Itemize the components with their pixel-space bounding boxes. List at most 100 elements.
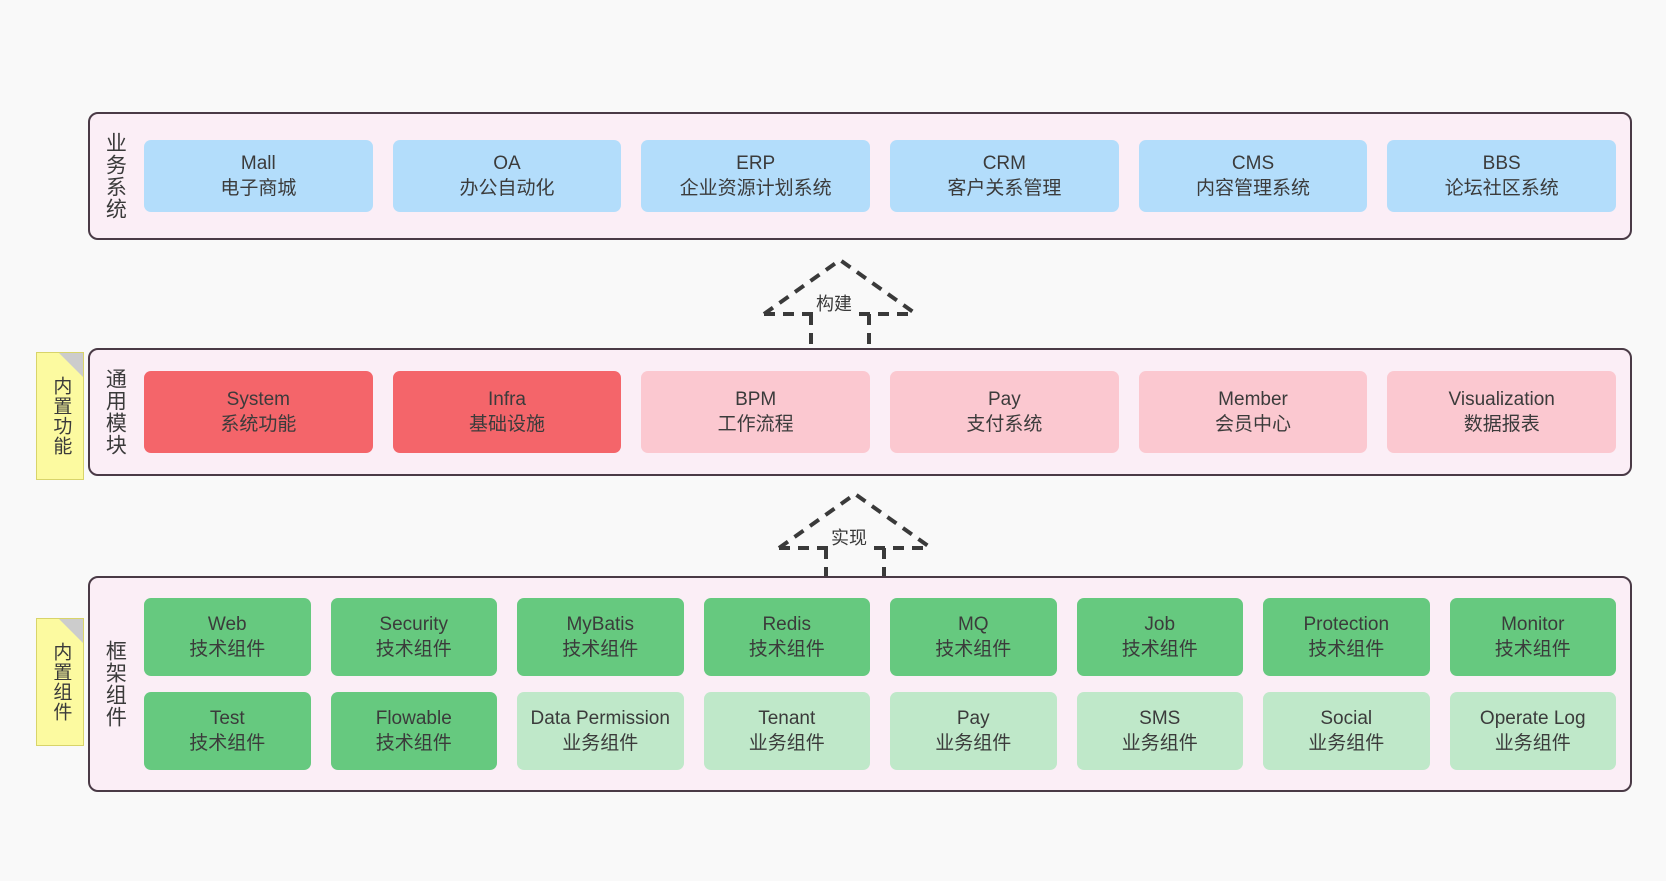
card-subtitle: 业务组件 (935, 733, 1012, 754)
card-title: Mall (240, 152, 276, 174)
layer-body-common-module: System 系统功能 Infra 基础设施 BPM 工作流程 Pay 支付系统… (138, 350, 1630, 474)
card-title: Infra (487, 388, 527, 410)
card-subtitle: 技术组件 (189, 733, 266, 754)
card-subtitle: 技术组件 (935, 639, 1012, 660)
layer-business-system: 业务系统 Mall 电子商城 OA 办公自动化 ERP 企业资源计划系统 CRM… (88, 112, 1632, 240)
card-subtitle: 技术组件 (1308, 639, 1385, 660)
card-subtitle: 客户关系管理 (947, 178, 1062, 199)
layer-title-common-module: 通用模块 (103, 368, 127, 456)
card-title: CMS (1231, 152, 1275, 174)
card-subtitle: 内容管理系统 (1196, 178, 1311, 199)
card-member[interactable]: Member 会员中心 (1138, 371, 1368, 453)
card-pay-module[interactable]: Pay 支付系统 (890, 371, 1119, 453)
card-title: Redis (762, 613, 812, 635)
card-subtitle: 数据报表 (1463, 414, 1540, 435)
card-subtitle: 支付系统 (966, 414, 1043, 435)
card-title: Security (379, 613, 449, 635)
card-row: System 系统功能 Infra 基础设施 BPM 工作流程 Pay 支付系统… (144, 371, 1617, 453)
card-subtitle: 业务组件 (1494, 733, 1571, 754)
card-web[interactable]: Web 技术组件 (144, 598, 311, 676)
card-title: Member (1218, 388, 1288, 410)
card-crm[interactable]: CRM 客户关系管理 (890, 140, 1119, 212)
connector-build: 构建 (750, 254, 930, 354)
card-row: Web 技术组件 Security 技术组件 MyBatis 技术组件 Redi… (144, 598, 1616, 676)
card-redis[interactable]: Redis 技术组件 (703, 598, 870, 676)
connector-implement-label: 实现 (828, 524, 870, 550)
card-title: SMS (1139, 707, 1181, 729)
card-social[interactable]: Social 业务组件 (1263, 692, 1430, 770)
arrowhead-triangle (762, 257, 918, 316)
card-title: Operate Log (1479, 707, 1586, 729)
card-subtitle: 电子商城 (220, 178, 297, 199)
note-label: 内置组件 (50, 642, 72, 722)
card-infra[interactable]: Infra 基础设施 (392, 371, 622, 453)
card-tenant[interactable]: Tenant 业务组件 (703, 692, 870, 770)
card-mybatis[interactable]: MyBatis 技术组件 (517, 598, 684, 676)
card-title: Monitor (1501, 613, 1565, 635)
card-title: Web (207, 613, 247, 635)
note-builtin-component: 内置组件 (36, 618, 84, 746)
note-label: 内置功能 (50, 376, 72, 456)
card-bbs[interactable]: BBS 论坛社区系统 (1387, 140, 1617, 212)
card-title: Tenant (758, 707, 816, 729)
card-title: ERP (736, 152, 776, 174)
card-title: Pay (956, 707, 990, 729)
layer-title-framework-component: 框架组件 (103, 640, 127, 728)
card-title: CRM (982, 152, 1026, 174)
card-erp[interactable]: ERP 企业资源计划系统 (641, 140, 871, 212)
card-subtitle: 工作流程 (717, 414, 794, 435)
card-mall[interactable]: Mall 电子商城 (144, 140, 373, 212)
arrowhead-triangle (777, 491, 933, 550)
card-job[interactable]: Job 技术组件 (1076, 598, 1243, 676)
card-subtitle: 会员中心 (1215, 414, 1292, 435)
card-title: BBS (1482, 152, 1521, 174)
card-pay-component[interactable]: Pay 业务组件 (890, 692, 1057, 770)
card-title: System (226, 388, 291, 410)
card-subtitle: 业务组件 (1121, 733, 1198, 754)
connector-build-label: 构建 (813, 290, 855, 316)
card-sms[interactable]: SMS 业务组件 (1076, 692, 1243, 770)
card-monitor[interactable]: Monitor 技术组件 (1449, 598, 1616, 676)
card-subtitle: 技术组件 (375, 733, 452, 754)
card-subtitle: 业务组件 (1308, 733, 1385, 754)
card-title: Social (1320, 707, 1373, 729)
card-bpm[interactable]: BPM 工作流程 (641, 371, 871, 453)
layer-common-module: 通用模块 System 系统功能 Infra 基础设施 BPM 工作流程 Pay… (88, 348, 1632, 476)
card-title: Visualization (1448, 388, 1555, 410)
card-row: Mall 电子商城 OA 办公自动化 ERP 企业资源计划系统 CRM 客户关系… (144, 140, 1617, 212)
card-system[interactable]: System 系统功能 (144, 371, 373, 453)
card-subtitle: 系统功能 (220, 414, 297, 435)
connector-implement: 实现 (765, 488, 945, 588)
card-subtitle: 论坛社区系统 (1444, 178, 1559, 199)
card-subtitle: 企业资源计划系统 (679, 178, 832, 199)
card-subtitle: 技术组件 (189, 639, 266, 660)
note-builtin-function: 内置功能 (36, 352, 84, 480)
card-oa[interactable]: OA 办公自动化 (392, 140, 622, 212)
layer-title-business-system: 业务系统 (103, 132, 127, 220)
card-title: Test (209, 707, 245, 729)
card-security[interactable]: Security 技术组件 (330, 598, 497, 676)
card-title: BPM (735, 388, 777, 410)
card-title: MyBatis (566, 613, 635, 635)
card-visualization[interactable]: Visualization 数据报表 (1387, 371, 1617, 453)
card-subtitle: 技术组件 (1494, 639, 1571, 660)
card-subtitle: 业务组件 (562, 733, 639, 754)
layer-framework-component: 框架组件 Web 技术组件 Security 技术组件 MyBatis 技术组件… (88, 576, 1632, 792)
card-test[interactable]: Test 技术组件 (144, 692, 311, 770)
card-subtitle: 办公自动化 (459, 178, 555, 199)
card-data-permission[interactable]: Data Permission 业务组件 (517, 692, 684, 770)
card-subtitle: 业务组件 (748, 733, 825, 754)
card-operate-log[interactable]: Operate Log 业务组件 (1449, 692, 1616, 770)
card-flowable[interactable]: Flowable 技术组件 (330, 692, 497, 770)
card-subtitle: 技术组件 (748, 639, 825, 660)
card-cms[interactable]: CMS 内容管理系统 (1138, 140, 1368, 212)
card-title: Flowable (375, 707, 452, 729)
card-title: MQ (957, 613, 989, 635)
card-subtitle: 基础设施 (469, 414, 546, 435)
card-title: Data Permission (530, 707, 670, 729)
card-subtitle: 技术组件 (562, 639, 639, 660)
card-protection[interactable]: Protection 技术组件 (1263, 598, 1430, 676)
layer-body-business-system: Mall 电子商城 OA 办公自动化 ERP 企业资源计划系统 CRM 客户关系… (138, 114, 1630, 238)
card-mq[interactable]: MQ 技术组件 (890, 598, 1057, 676)
